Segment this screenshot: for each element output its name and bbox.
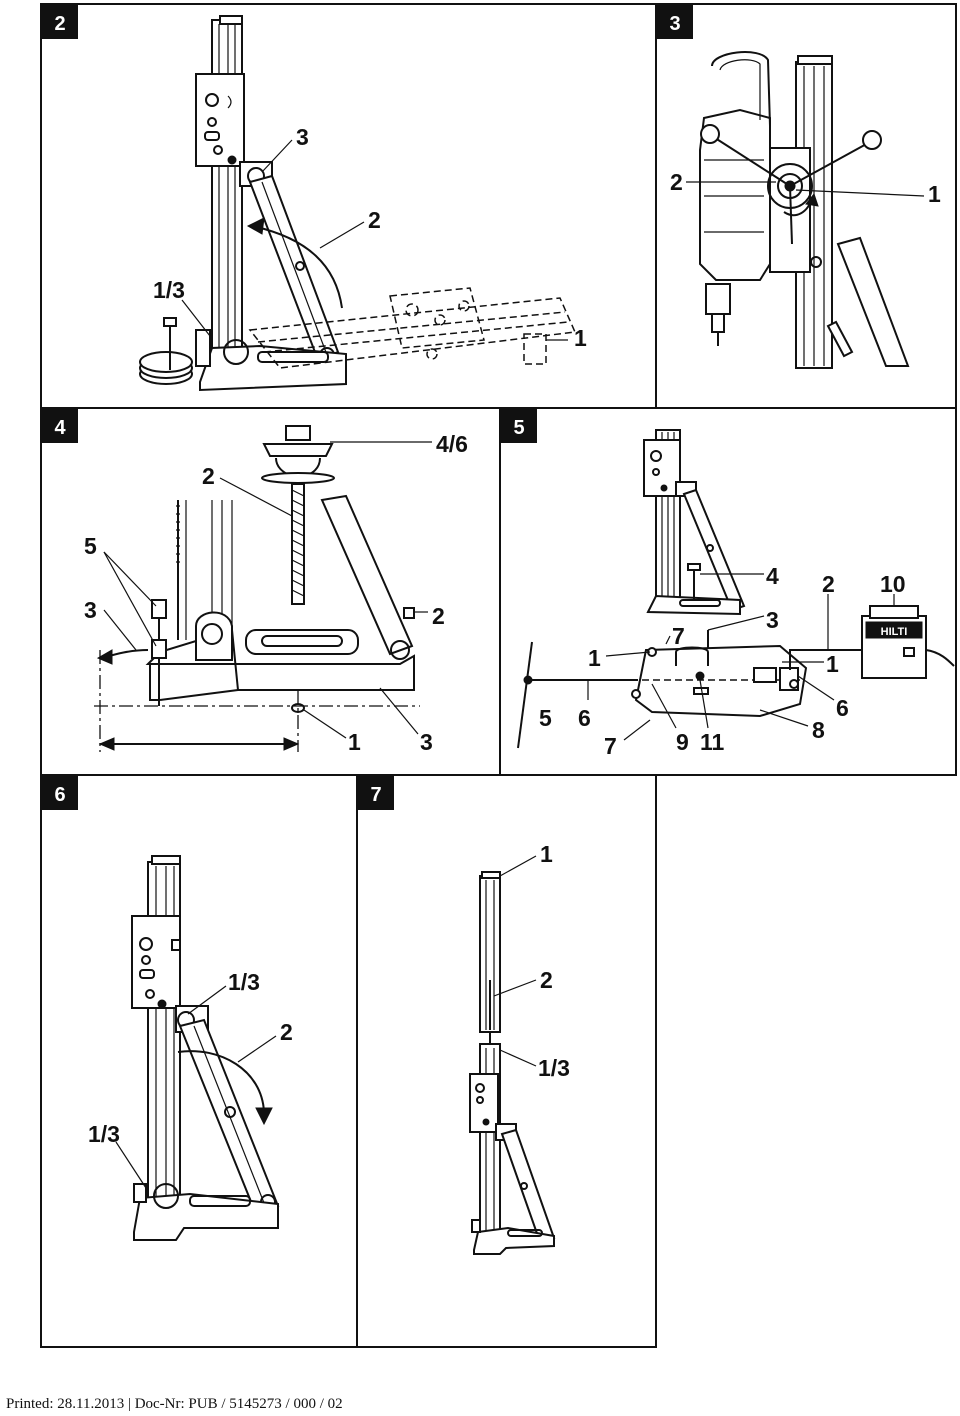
svg-text:2: 2 bbox=[540, 967, 553, 993]
svg-text:2: 2 bbox=[822, 571, 835, 597]
svg-text:1/3: 1/3 bbox=[228, 969, 260, 995]
svg-text:8: 8 bbox=[812, 717, 825, 743]
svg-text:2: 2 bbox=[670, 169, 683, 195]
svg-text:4/6: 4/6 bbox=[436, 431, 468, 457]
panel-4-callouts: 2 4/6 5 3 2 1 3 bbox=[84, 431, 468, 755]
panel-badge-5: 5 bbox=[501, 409, 537, 443]
panel-7-illustration bbox=[469, 871, 556, 1255]
svg-text:3: 3 bbox=[766, 607, 779, 633]
panel-badge-3: 3 bbox=[657, 5, 693, 39]
panel-3-illustration bbox=[699, 51, 910, 369]
svg-text:4: 4 bbox=[766, 563, 779, 589]
svg-text:2: 2 bbox=[432, 603, 445, 629]
svg-text:6: 6 bbox=[578, 705, 591, 731]
svg-text:2: 2 bbox=[54, 13, 65, 35]
svg-text:7: 7 bbox=[672, 623, 685, 649]
panel-badge-2: 2 bbox=[42, 5, 78, 39]
svg-text:11: 11 bbox=[700, 729, 725, 755]
panel-frames bbox=[40, 3, 957, 1348]
svg-text:1: 1 bbox=[540, 841, 553, 867]
svg-text:6: 6 bbox=[54, 784, 65, 806]
svg-text:1: 1 bbox=[826, 651, 839, 677]
panel-5-illustration: HILTI bbox=[517, 429, 955, 749]
svg-text:7: 7 bbox=[604, 733, 617, 759]
svg-text:7: 7 bbox=[370, 784, 381, 806]
svg-text:HILTI: HILTI bbox=[881, 626, 908, 638]
panel-badge-6: 6 bbox=[42, 776, 78, 810]
panel-badge-4: 4 bbox=[42, 409, 78, 443]
svg-text:3: 3 bbox=[84, 597, 97, 623]
panel-6-illustration bbox=[131, 855, 280, 1241]
svg-text:2: 2 bbox=[368, 207, 381, 233]
svg-text:2: 2 bbox=[202, 463, 215, 489]
svg-text:1/3: 1/3 bbox=[153, 277, 185, 303]
panel-4-illustration bbox=[94, 425, 420, 752]
svg-text:10: 10 bbox=[880, 571, 906, 597]
svg-text:5: 5 bbox=[539, 705, 552, 731]
svg-text:1: 1 bbox=[348, 729, 361, 755]
svg-text:9: 9 bbox=[676, 729, 689, 755]
panel-2-callouts: 3 2 1/3 1 bbox=[153, 124, 587, 351]
panel-7-callouts: 1 2 1/3 bbox=[493, 841, 570, 1081]
svg-text:3: 3 bbox=[296, 124, 309, 150]
svg-text:3: 3 bbox=[669, 13, 680, 35]
svg-text:1/3: 1/3 bbox=[88, 1121, 120, 1147]
svg-text:4: 4 bbox=[54, 417, 66, 439]
svg-text:1: 1 bbox=[588, 645, 601, 671]
panel-3-callouts: 2 1 bbox=[670, 169, 941, 207]
panel-badge-7: 7 bbox=[358, 776, 394, 810]
svg-text:1: 1 bbox=[928, 181, 941, 207]
svg-text:1/3: 1/3 bbox=[538, 1055, 570, 1081]
svg-text:5: 5 bbox=[513, 417, 524, 439]
panel-6-callouts: 1/3 2 1/3 bbox=[88, 969, 293, 1189]
panel-5-callouts: 4 2 10 3 7 1 1 6 5 6 8 7 9 11 bbox=[539, 563, 906, 759]
svg-text:1: 1 bbox=[574, 325, 587, 351]
svg-text:5: 5 bbox=[84, 533, 97, 559]
svg-text:6: 6 bbox=[836, 695, 849, 721]
svg-text:3: 3 bbox=[420, 729, 433, 755]
panel-2-illustration bbox=[139, 15, 577, 392]
print-footer: Printed: 28.11.2013 | Doc-Nr: PUB / 5145… bbox=[6, 1396, 343, 1412]
svg-text:2: 2 bbox=[280, 1019, 293, 1045]
